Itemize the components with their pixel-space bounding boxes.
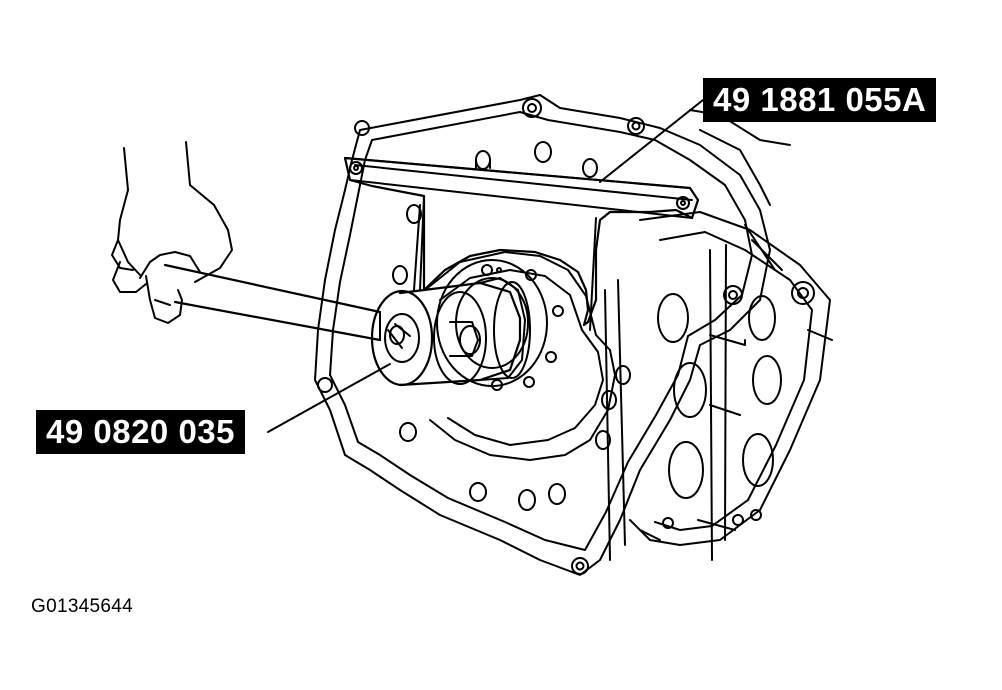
boss	[355, 121, 369, 135]
port	[658, 294, 688, 342]
port	[669, 442, 703, 498]
boss	[577, 563, 584, 570]
part-number-label-adapter: 49 0820 035	[36, 410, 246, 454]
boss	[528, 104, 536, 112]
figure-id: G01345644	[31, 596, 134, 617]
housing-inner-outline	[330, 112, 752, 550]
leader-lines	[268, 100, 703, 432]
port	[753, 356, 781, 404]
boss	[523, 99, 541, 117]
housing-outer-outline	[315, 95, 770, 575]
boss	[572, 558, 588, 574]
handle-bar	[165, 265, 380, 340]
hand	[112, 142, 232, 323]
leader-top	[600, 100, 703, 182]
boss	[633, 123, 640, 130]
puller-bar	[345, 158, 698, 460]
part-number-label-puller: 49 1881 055A	[703, 78, 937, 122]
side-plate	[605, 110, 832, 560]
leader-bottom	[268, 364, 390, 432]
port	[674, 363, 706, 417]
port	[749, 296, 775, 340]
boss	[628, 118, 644, 134]
port	[743, 434, 773, 486]
adapter-tool	[372, 278, 530, 385]
boss	[318, 378, 332, 392]
